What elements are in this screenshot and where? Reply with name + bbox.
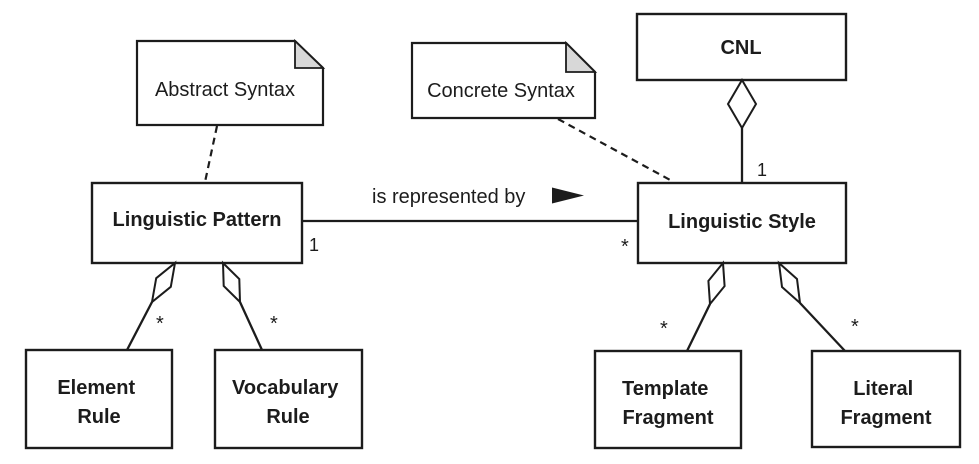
aggregation-diamond-icon-template-fragment: [707, 260, 726, 307]
multiplicity-cnl-style: 1: [757, 160, 767, 180]
connector-style-template-fragment: [685, 303, 712, 352]
aggregation-diamond-icon-vocabulary-rule: [221, 260, 242, 305]
folded-corner-icon: [294, 38, 326, 69]
multiplicity-literal-fragment: *: [851, 316, 859, 338]
class-linguistic-pattern: Linguistic Pattern: [90, 181, 304, 265]
class-linguistic-pattern-box: [90, 181, 304, 265]
note-abstract-syntax: Abstract Syntax: [135, 38, 326, 127]
note-connector-concrete-syntax: [557, 118, 673, 182]
class-linguistic-pattern-label: Linguistic Pattern: [113, 209, 282, 231]
multiplicity-pattern-end: 1: [309, 235, 319, 255]
class-cnl-label: CNL: [720, 37, 761, 59]
class-element-rule-box: [24, 348, 174, 450]
class-linguistic-style: Linguistic Style: [636, 181, 848, 265]
class-linguistic-style-label: Linguistic Style: [668, 211, 816, 233]
association-label: is represented by: [372, 186, 525, 208]
connector-style-literal-fragment: [799, 302, 846, 352]
note-abstract-syntax-shape: [135, 39, 325, 127]
multiplicity-template-fragment: *: [660, 318, 668, 340]
class-element-rule: Element Rule: [24, 348, 174, 450]
class-literal-fragment: Literal Fragment: [810, 349, 962, 449]
class-template-fragment-box: [593, 349, 743, 450]
connector-pattern-vocabulary-rule: [238, 301, 264, 351]
class-literal-fragment-box: [810, 349, 962, 449]
class-vocabulary-rule-label: Vocabulary Rule: [232, 377, 344, 428]
multiplicity-style-end: *: [621, 236, 629, 258]
connector-pattern-element-rule: [125, 301, 154, 351]
note-concrete-syntax: Concrete Syntax: [410, 40, 598, 120]
folded-corner-icon: [565, 40, 598, 73]
aggregation-diamond-icon-literal-fragment: [777, 260, 802, 306]
class-vocabulary-rule-box: [213, 348, 364, 450]
aggregation-diamond-icon-cnl: [726, 78, 758, 130]
class-cnl-box: [635, 12, 848, 82]
class-element-rule-label: Element Rule: [57, 377, 140, 428]
class-linguistic-style-box: [636, 181, 848, 265]
note-concrete-syntax-label: Concrete Syntax: [427, 80, 575, 102]
class-template-fragment-label: Template Fragment: [622, 378, 714, 429]
multiplicity-vocabulary-rule: *: [270, 313, 278, 335]
note-abstract-syntax-label: Abstract Syntax: [155, 79, 295, 101]
class-literal-fragment-label: Literal Fragment: [840, 378, 931, 429]
class-cnl: CNL: [635, 12, 848, 82]
note-connector-abstract-syntax: [203, 125, 219, 183]
aggregation-diamond-icon-element-rule: [150, 260, 177, 305]
direction-arrow-icon: [552, 187, 584, 204]
multiplicity-element-rule: *: [156, 313, 164, 335]
class-template-fragment: Template Fragment: [593, 349, 743, 450]
class-vocabulary-rule: Vocabulary Rule: [213, 348, 364, 450]
note-concrete-syntax-shape: [410, 41, 597, 120]
